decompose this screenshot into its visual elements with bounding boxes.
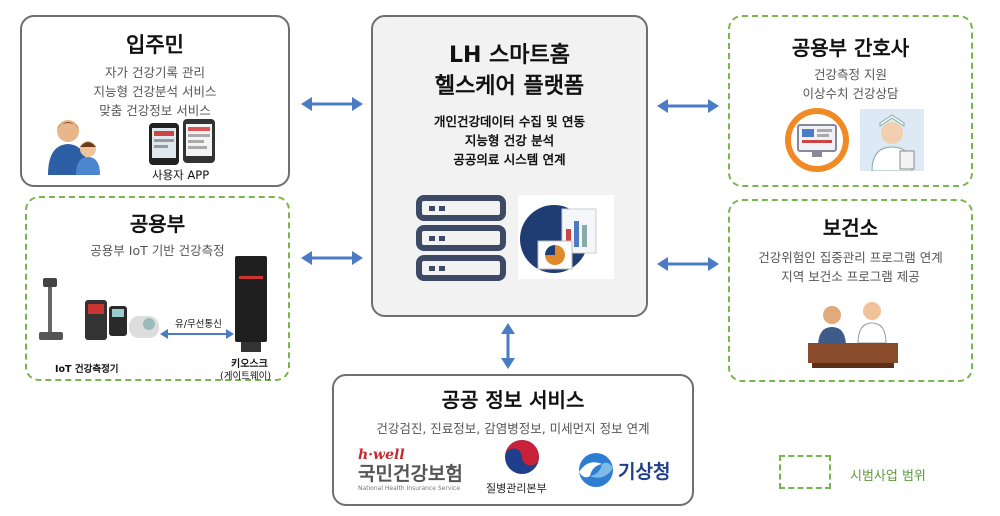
nurse-title: 공용부 간호사 [791,36,910,60]
monitor-icon [785,108,849,172]
platform-title-line1: LH 스마트홈 [448,43,571,68]
nurse-line-1: 건강측정 지원 [814,67,887,82]
legend-label: 시범사업 범위 [850,469,926,484]
public-service-line: 건강검진, 진료정보, 감염병정보, 미세먼지 정보 연계 [376,421,650,436]
smartphone-icon [149,119,215,165]
nhis-english-name: National Health Insurance Service [358,485,461,492]
arrow-platform-public-service [501,323,515,369]
resident-line-1: 자가 건강기록 관리 [105,65,205,80]
nhis-brand: h·well [358,447,405,463]
wireless-link-arrow [160,329,234,339]
resident-line-2: 지능형 건강분석 서비스 [93,84,217,99]
kma-emblem-icon [579,453,613,487]
health-center-title: 보건소 [822,216,879,240]
platform-box: LH 스마트홈 헬스케어 플랫폼 개인건강데이터 수집 및 연동 지능형 건강 … [371,15,648,317]
kdca-emblem-icon [505,440,539,474]
platform-line-2: 지능형 건강 분석 [464,133,555,148]
health-center-line-1: 건강위험인 집중관리 프로그램 연계 [758,250,943,265]
arrow-platform-health-center [657,257,719,271]
app-label: 사용자 APP [152,168,210,182]
resident-box: 입주민 자가 건강기록 관리 지능형 건강분석 서비스 맞춤 건강정보 서비스 … [20,15,290,187]
nurse-line-2: 이상수치 건강상담 [802,86,899,101]
data-analytics-icon [518,195,614,279]
common-area-title: 공용부 [129,212,186,236]
nhis-logo: h·well 국민건강보험 National Health Insurance … [358,447,470,493]
kma-name: 기상청 [618,461,671,483]
resident-line-3: 맞춤 건강정보 서비스 [99,103,211,118]
platform-line-3: 공공의료 시스템 연계 [453,152,566,167]
nurse-icon [860,109,924,171]
platform-line-1: 개인건강데이터 수집 및 연동 [433,114,586,129]
nurse-box: 공용부 간호사 건강측정 지원 이상수치 건강상담 [728,15,973,187]
common-area-box: 공용부 공용부 IoT 기반 건강측정 IoT 건강측정기 유/무선통신 키오스… [25,196,290,382]
arrow-common-platform [301,251,363,265]
gateway-label: (게이트웨이) [220,371,272,382]
arrow-resident-platform [301,97,363,111]
kdca-name: 질병관리본부 [486,482,547,495]
health-center-line-2: 지역 보건소 프로그램 제공 [781,269,920,284]
public-service-box: 공공 정보 서비스 건강검진, 진료정보, 감염병정보, 미세먼지 정보 연계 … [332,374,694,506]
doctor-consultation-icon [808,302,898,368]
comm-label: 유/무선통신 [175,319,222,330]
legend-dashed-swatch [779,455,831,489]
nhis-name: 국민건강보험 [358,463,463,485]
kiosk-icon [235,256,267,352]
health-center-box: 보건소 건강위험인 집중관리 프로그램 연계 지역 보건소 프로그램 제공 [728,199,973,382]
iot-health-devices-icon [39,278,159,340]
resident-title: 입주민 [126,33,184,57]
platform-title-line2: 헬스케어 플랫폼 [434,74,585,99]
server-icon [416,195,506,281]
common-area-subtitle: 공용부 IoT 기반 건강측정 [90,243,225,258]
public-service-title: 공공 정보 서비스 [441,388,585,412]
family-icon [48,120,100,175]
kiosk-label: 키오스크 [231,359,268,370]
iot-device-label: IoT 건강측정기 [55,364,119,375]
arrow-platform-nurse [657,99,719,113]
